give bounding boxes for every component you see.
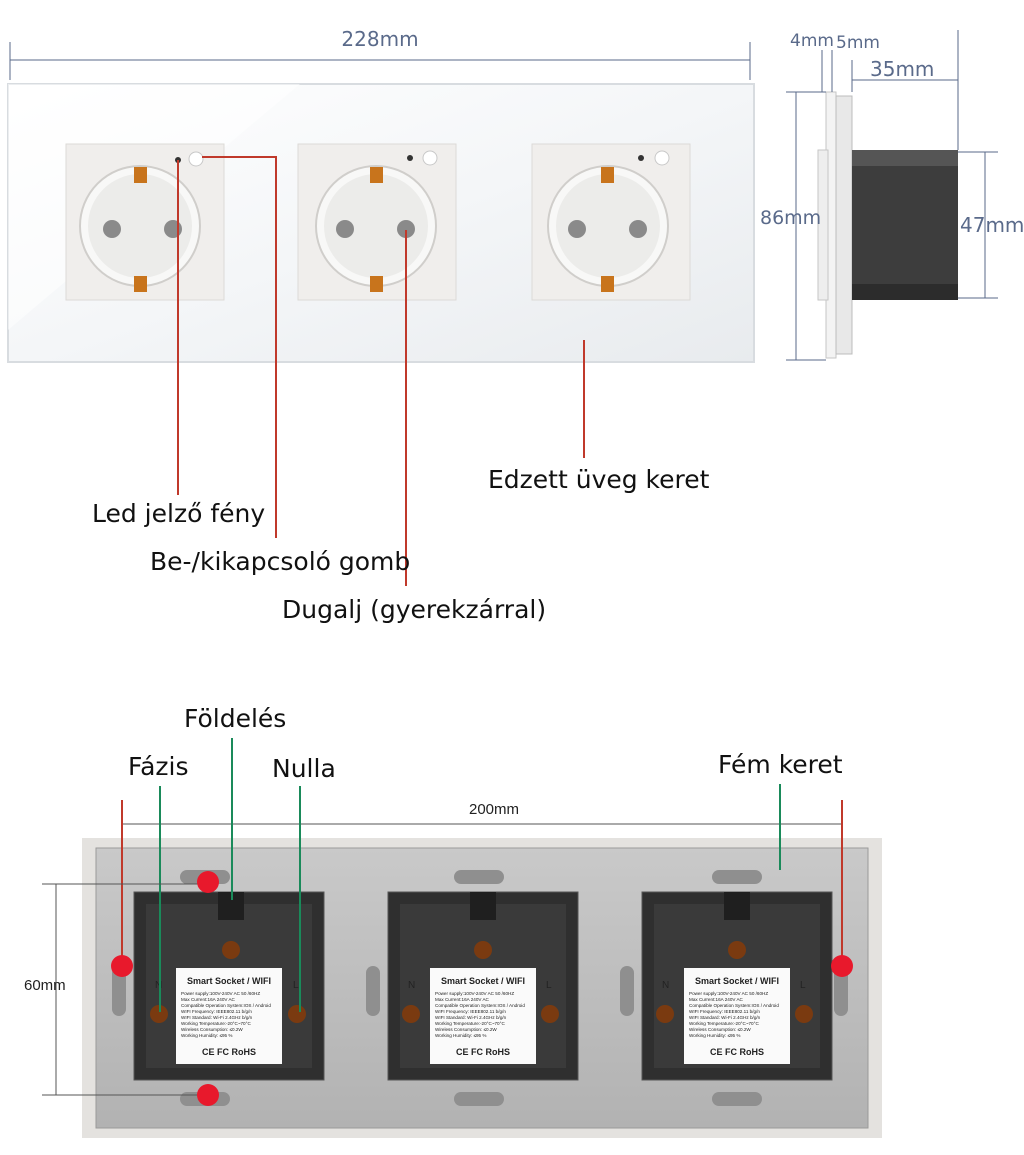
metal-frame-label: Fém keret <box>718 750 843 779</box>
height-back-label: 60mm <box>24 977 66 994</box>
switch-button-label: Be-/kikapcsoló gomb <box>150 547 410 576</box>
svg-text:Wireless Consumption: ≤0.2W: Wireless Consumption: ≤0.2W <box>689 1027 751 1032</box>
side-35mm-label: 35mm <box>870 57 934 81</box>
module-1-title: Smart Socket / WIFI <box>187 976 271 986</box>
svg-text:WIFI Frequency: IEEE802.11 b/g: WIFI Frequency: IEEE802.11 b/g/n <box>435 1009 506 1014</box>
reference-dots <box>111 871 853 1106</box>
side-view: 4mm 5mm 35mm 86mm 47mm <box>760 30 1024 361</box>
svg-text:Working Humidity: ≤95 %: Working Humidity: ≤95 % <box>689 1033 740 1038</box>
height-front-label: 86mm <box>760 207 821 229</box>
svg-text:Working Humidity: ≤95 %: Working Humidity: ≤95 % <box>181 1033 232 1038</box>
svg-text:WIFI Standard: Wi-Fi 2.4GHz b/: WIFI Standard: Wi-Fi 2.4GHz b/g/n <box>435 1015 507 1020</box>
depth-box-label: 47mm <box>960 213 1024 237</box>
side-5mm-label: 5mm <box>836 33 880 53</box>
pin-n-3: N <box>662 980 669 991</box>
svg-text:CE FC RoHS: CE FC RoHS <box>456 1047 510 1057</box>
width-dimension: 228mm <box>9 27 751 80</box>
module-1: N L Smart Socket / WIFI Power supply:100… <box>133 891 325 1081</box>
socket-childlock-label: Dugalj (gyerekzárral) <box>282 595 546 624</box>
svg-text:WIFI Standard: Wi-Fi 2.4GHz b/: WIFI Standard: Wi-Fi 2.4GHz b/g/n <box>181 1015 253 1020</box>
led-indicator-label: Led jelző fény <box>92 499 265 528</box>
socket-3 <box>531 143 691 301</box>
svg-text:Compatible Operation System:IO: Compatible Operation System:IOS / Androi… <box>435 1003 525 1008</box>
back-plate: N L Smart Socket / WIFI Power supply:100… <box>82 838 882 1138</box>
svg-text:Working Temperature:-20°C~70°C: Working Temperature:-20°C~70°C <box>435 1021 505 1026</box>
glass-panel <box>7 83 755 363</box>
module-2-title: Smart Socket / WIFI <box>441 976 525 986</box>
phase-label: Fázis <box>128 752 189 781</box>
width-front-label: 228mm <box>341 27 418 51</box>
svg-text:Power supply:100V-240V AC 50: Power supply:100V-240V AC 50 /60HZ <box>181 991 260 996</box>
svg-text:Compatible Operation System:IO: Compatible Operation System:IOS / Androi… <box>181 1003 271 1008</box>
svg-text:CE FC RoHS: CE FC RoHS <box>202 1047 256 1057</box>
svg-text:Working Temperature:-20°C~70°C: Working Temperature:-20°C~70°C <box>689 1021 759 1026</box>
svg-text:Compatible Operation System:IO: Compatible Operation System:IOS / Androi… <box>689 1003 779 1008</box>
svg-text:Wireless Consumption: ≤0.2W: Wireless Consumption: ≤0.2W <box>435 1027 497 1032</box>
module-3: N L Smart Socket / WIFI Power supply:100… <box>641 891 833 1081</box>
side-4mm-label: 4mm <box>790 31 834 51</box>
svg-text:WIFI Standard: Wi-Fi 2.4GHz b/: WIFI Standard: Wi-Fi 2.4GHz b/g/n <box>689 1015 761 1020</box>
pin-l-2: L <box>546 980 552 991</box>
svg-text:Max Current:16A 240V AC: Max Current:16A 240V AC <box>689 997 744 1002</box>
svg-text:Power supply:100V-240V AC 50: Power supply:100V-240V AC 50 /60HZ <box>435 991 514 996</box>
svg-text:CE FC RoHS: CE FC RoHS <box>710 1047 764 1057</box>
socket-2 <box>297 143 457 301</box>
earth-label: Földelés <box>184 704 286 733</box>
pin-l-3: L <box>800 980 806 991</box>
pin-l-1: L <box>293 980 299 991</box>
svg-text:Max Current:16A 240V AC: Max Current:16A 240V AC <box>435 997 490 1002</box>
tempered-glass-label: Edzett üveg keret <box>488 465 710 494</box>
module-3-title: Smart Socket / WIFI <box>695 976 779 986</box>
neutral-label: Nulla <box>272 754 336 783</box>
svg-text:WIFI Frequency: IEEE802.11 b/g: WIFI Frequency: IEEE802.11 b/g/n <box>181 1009 252 1014</box>
width-back-label: 200mm <box>469 801 519 818</box>
svg-text:Max Current:16A 240V AC: Max Current:16A 240V AC <box>181 997 236 1002</box>
svg-text:WIFI Frequency: IEEE802.11 b/g: WIFI Frequency: IEEE802.11 b/g/n <box>689 1009 760 1014</box>
svg-text:Wireless Consumption: ≤0.2W: Wireless Consumption: ≤0.2W <box>181 1027 243 1032</box>
pin-n-1: N <box>155 980 162 991</box>
module-2: N L Smart Socket / WIFI Power supply:100… <box>387 891 579 1081</box>
back-width-dimension: 200mm <box>122 801 842 825</box>
back-pointers <box>121 738 843 1012</box>
front-pointers <box>177 156 585 586</box>
height-back-dimension: 60mm <box>24 883 206 1096</box>
pin-n-2: N <box>408 980 415 991</box>
svg-text:Working Humidity: ≤95 %: Working Humidity: ≤95 % <box>435 1033 486 1038</box>
svg-text:Power supply:100V-240V AC 50: Power supply:100V-240V AC 50 /60HZ <box>689 991 768 996</box>
svg-text:Working Temperature:-20°C~70°C: Working Temperature:-20°C~70°C <box>181 1021 251 1026</box>
socket-1 <box>65 143 225 301</box>
